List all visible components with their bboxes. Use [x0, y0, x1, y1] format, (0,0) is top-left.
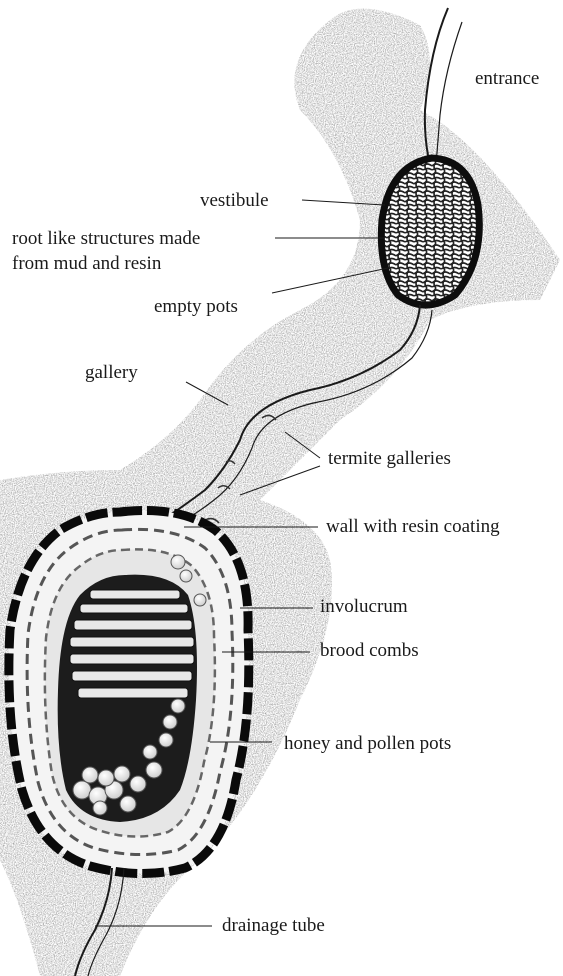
label-root-structures-line2: from mud and resin — [12, 251, 200, 276]
label-wall-resin: wall with resin coating — [326, 514, 500, 539]
label-drainage-tube: drainage tube — [222, 913, 325, 938]
label-gallery: gallery — [85, 360, 138, 385]
label-empty-pots: empty pots — [154, 294, 238, 319]
label-vestibule: vestibule — [200, 188, 269, 213]
label-brood-combs: brood combs — [320, 638, 419, 663]
label-root-structures-line1: root like structures made — [12, 226, 200, 251]
label-root-structures: root like structures made from mud and r… — [12, 226, 200, 276]
label-honey-pollen-pots: honey and pollen pots — [284, 731, 451, 756]
label-entrance: entrance — [475, 66, 539, 91]
label-termite-galleries: termite galleries — [328, 446, 451, 471]
label-involucrum: involucrum — [320, 594, 408, 619]
vestibule-chamber — [381, 158, 479, 305]
